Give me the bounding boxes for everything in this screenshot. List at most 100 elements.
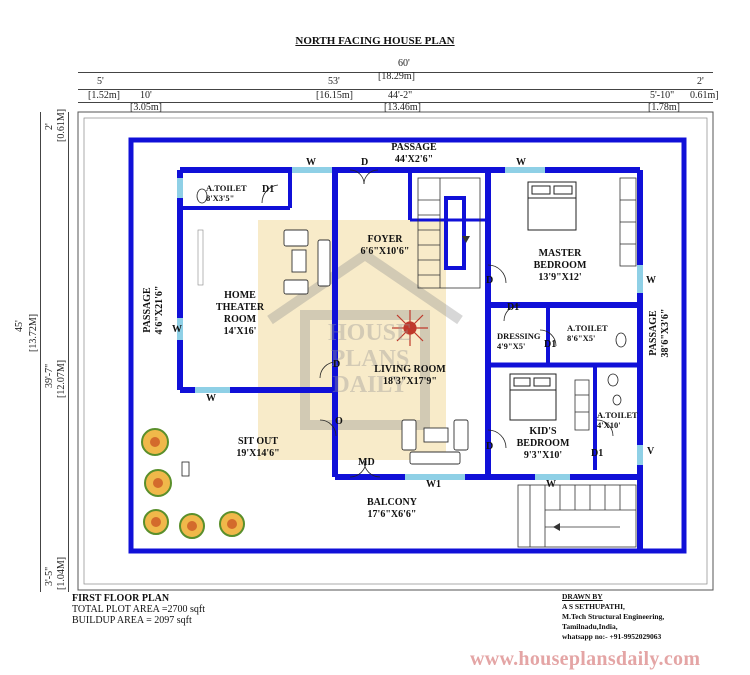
dim-53-m: [16.15m] bbox=[316, 90, 353, 101]
toilet1-name: A.TOILET bbox=[206, 183, 247, 193]
kids-bedroom-label: KID'S BEDROOM 9'3"X10' bbox=[508, 426, 578, 462]
compass bbox=[392, 310, 428, 346]
mark-d-top: D bbox=[361, 157, 369, 168]
kids-name-2: BEDROOM bbox=[516, 438, 570, 449]
dim-44-m: [13.46m] bbox=[384, 102, 421, 113]
home-theater-1: HOME bbox=[224, 290, 256, 301]
window-kids-bottom bbox=[535, 474, 570, 480]
window-master-right bbox=[637, 265, 643, 293]
master-bedroom-label: MASTER BEDROOM 13'9"X12' bbox=[520, 248, 600, 284]
mark-d-kids: D bbox=[486, 441, 494, 452]
mark-w-kids-bottom: W bbox=[546, 479, 556, 490]
toilet2-name: A.TOILET bbox=[567, 323, 608, 333]
balcony-label: BALCONY 17'6"X6'6" bbox=[352, 497, 432, 521]
balcony-name: BALCONY bbox=[366, 497, 417, 508]
master-name: MASTER bbox=[538, 248, 582, 259]
passage-top-name: PASSAGE bbox=[391, 142, 437, 153]
buildup-area: BUILDUP AREA = 2097 sqft bbox=[72, 615, 192, 626]
mark-w-top-2: W bbox=[516, 157, 526, 168]
mark-w-master: W bbox=[646, 275, 656, 286]
foyer-name: FOYER bbox=[367, 234, 403, 245]
drawn-by-heading: DRAWN BY bbox=[562, 592, 603, 601]
mark-d1-dressing: D1 bbox=[507, 302, 520, 313]
passage-right-label: PASSAGE 38'6"X3'6" bbox=[648, 288, 672, 378]
passage-right-dim: 38'6"X3'6" bbox=[660, 308, 671, 358]
dim-line-row2 bbox=[78, 89, 713, 90]
passage-right-name: PASSAGE bbox=[648, 310, 659, 356]
website-link[interactable]: www.houseplansdaily.com bbox=[470, 648, 701, 670]
mark-w-ht-bottom: W bbox=[206, 393, 216, 404]
dim-10-m: [3.05m] bbox=[130, 102, 162, 113]
whatsapp: whatsapp no:- +91-9952029063 bbox=[562, 632, 662, 641]
dim-5-ft: 5' bbox=[97, 76, 104, 87]
sitout-name: SIT OUT bbox=[237, 436, 279, 447]
sitout-label: SIT OUT 19'X14'6" bbox=[218, 436, 298, 460]
passage-left-name: PASSAGE bbox=[142, 287, 153, 333]
kids-bed bbox=[509, 373, 557, 421]
home-theater-label: HOME THEATER ROOM 14'X16' bbox=[205, 290, 275, 338]
dim-10-ft: 10' bbox=[140, 90, 152, 101]
mark-w-top-1: W bbox=[306, 157, 316, 168]
plants bbox=[141, 428, 245, 539]
home-theater-3: ROOM bbox=[223, 314, 257, 325]
dim-5-10-ft: 5'-10" bbox=[650, 90, 675, 101]
passage-left-label: PASSAGE 4'6"X21'6" bbox=[142, 270, 166, 350]
dim-total-ft: 60' bbox=[398, 58, 410, 69]
dim-line-left-outer bbox=[68, 112, 69, 592]
lower-stairs bbox=[517, 484, 637, 548]
plot-boundary bbox=[77, 111, 714, 591]
passage-top-label: PASSAGE 44'X2'6" bbox=[374, 142, 454, 166]
floor-name: FIRST FLOOR PLAN bbox=[72, 593, 170, 604]
living-room-label: LIVING ROOM 18'3"X17'9" bbox=[360, 364, 460, 388]
master-bed bbox=[527, 181, 577, 231]
dim-5-m: [1.52m] bbox=[88, 90, 120, 101]
dressing-name: DRESSING bbox=[497, 331, 541, 341]
master-name-2: BEDROOM bbox=[533, 260, 587, 271]
floor-info: FIRST FLOOR PLAN TOTAL PLOT AREA =2700 s… bbox=[72, 593, 205, 626]
mark-o: O bbox=[335, 416, 343, 427]
window-top-1 bbox=[292, 167, 332, 173]
drawn-by-block: DRAWN BY A S SETHUPATHI, M.Tech Structur… bbox=[562, 592, 664, 642]
dressing-dim: 4'9"X5' bbox=[497, 341, 526, 351]
window-toilet1 bbox=[177, 178, 183, 198]
dim-line-left-far bbox=[40, 112, 41, 592]
dim-line-total bbox=[78, 72, 713, 73]
qualification: M.Tech Structural Engineering, bbox=[562, 612, 665, 621]
toilet3-name: A.TOILET bbox=[597, 410, 638, 420]
location: Tamilnadu,India, bbox=[562, 622, 618, 631]
door-swings bbox=[261, 169, 614, 478]
mark-d-master: D bbox=[486, 275, 494, 286]
upper-stairs bbox=[417, 177, 481, 289]
watermark: HOUSE PLANS DAILY bbox=[300, 320, 440, 398]
mark-d1-toilet2: D1 bbox=[544, 339, 557, 350]
plot-area: TOTAL PLOT AREA =2700 sqft bbox=[72, 604, 205, 615]
living-sofa bbox=[401, 419, 469, 465]
window-kids-right bbox=[637, 445, 643, 465]
mark-v: V bbox=[647, 446, 655, 457]
home-theater-dim: 14'X16' bbox=[223, 326, 257, 337]
sitout-dim: 19'X14'6" bbox=[236, 448, 280, 459]
outer-wall bbox=[128, 137, 687, 554]
mark-d-living: D bbox=[333, 359, 341, 370]
toilet3-label: A.TOILET 4'X10' bbox=[597, 410, 638, 430]
mark-w-left: W bbox=[172, 324, 182, 335]
dressing-label: DRESSING 4'9"X5' bbox=[497, 331, 540, 351]
window-top-2 bbox=[505, 167, 545, 173]
living-dim: 18'3"X17'9" bbox=[383, 376, 437, 387]
passage-top-dim: 44'X2'6" bbox=[394, 154, 434, 165]
theater-sofa bbox=[283, 229, 331, 295]
toilet3-dim: 4'X10' bbox=[597, 420, 621, 430]
dim-total-m: [18.29m] bbox=[378, 71, 415, 82]
dim-53-ft: 53' bbox=[328, 76, 340, 87]
window-ht-bottom bbox=[195, 387, 230, 393]
foyer-dim: 6'6"X10'6" bbox=[360, 246, 410, 257]
plot-boundary-inner bbox=[83, 117, 708, 585]
living-name: LIVING ROOM bbox=[374, 364, 446, 375]
watermark-line-2: PLANS bbox=[330, 346, 410, 372]
mark-w1: W1 bbox=[426, 479, 441, 490]
mark-d1-toilet1: D1 bbox=[262, 184, 275, 195]
window-w1 bbox=[405, 474, 465, 480]
author: A S SETHUPATHI, bbox=[562, 602, 625, 611]
kids-dim: 9'3"X10' bbox=[523, 450, 563, 461]
